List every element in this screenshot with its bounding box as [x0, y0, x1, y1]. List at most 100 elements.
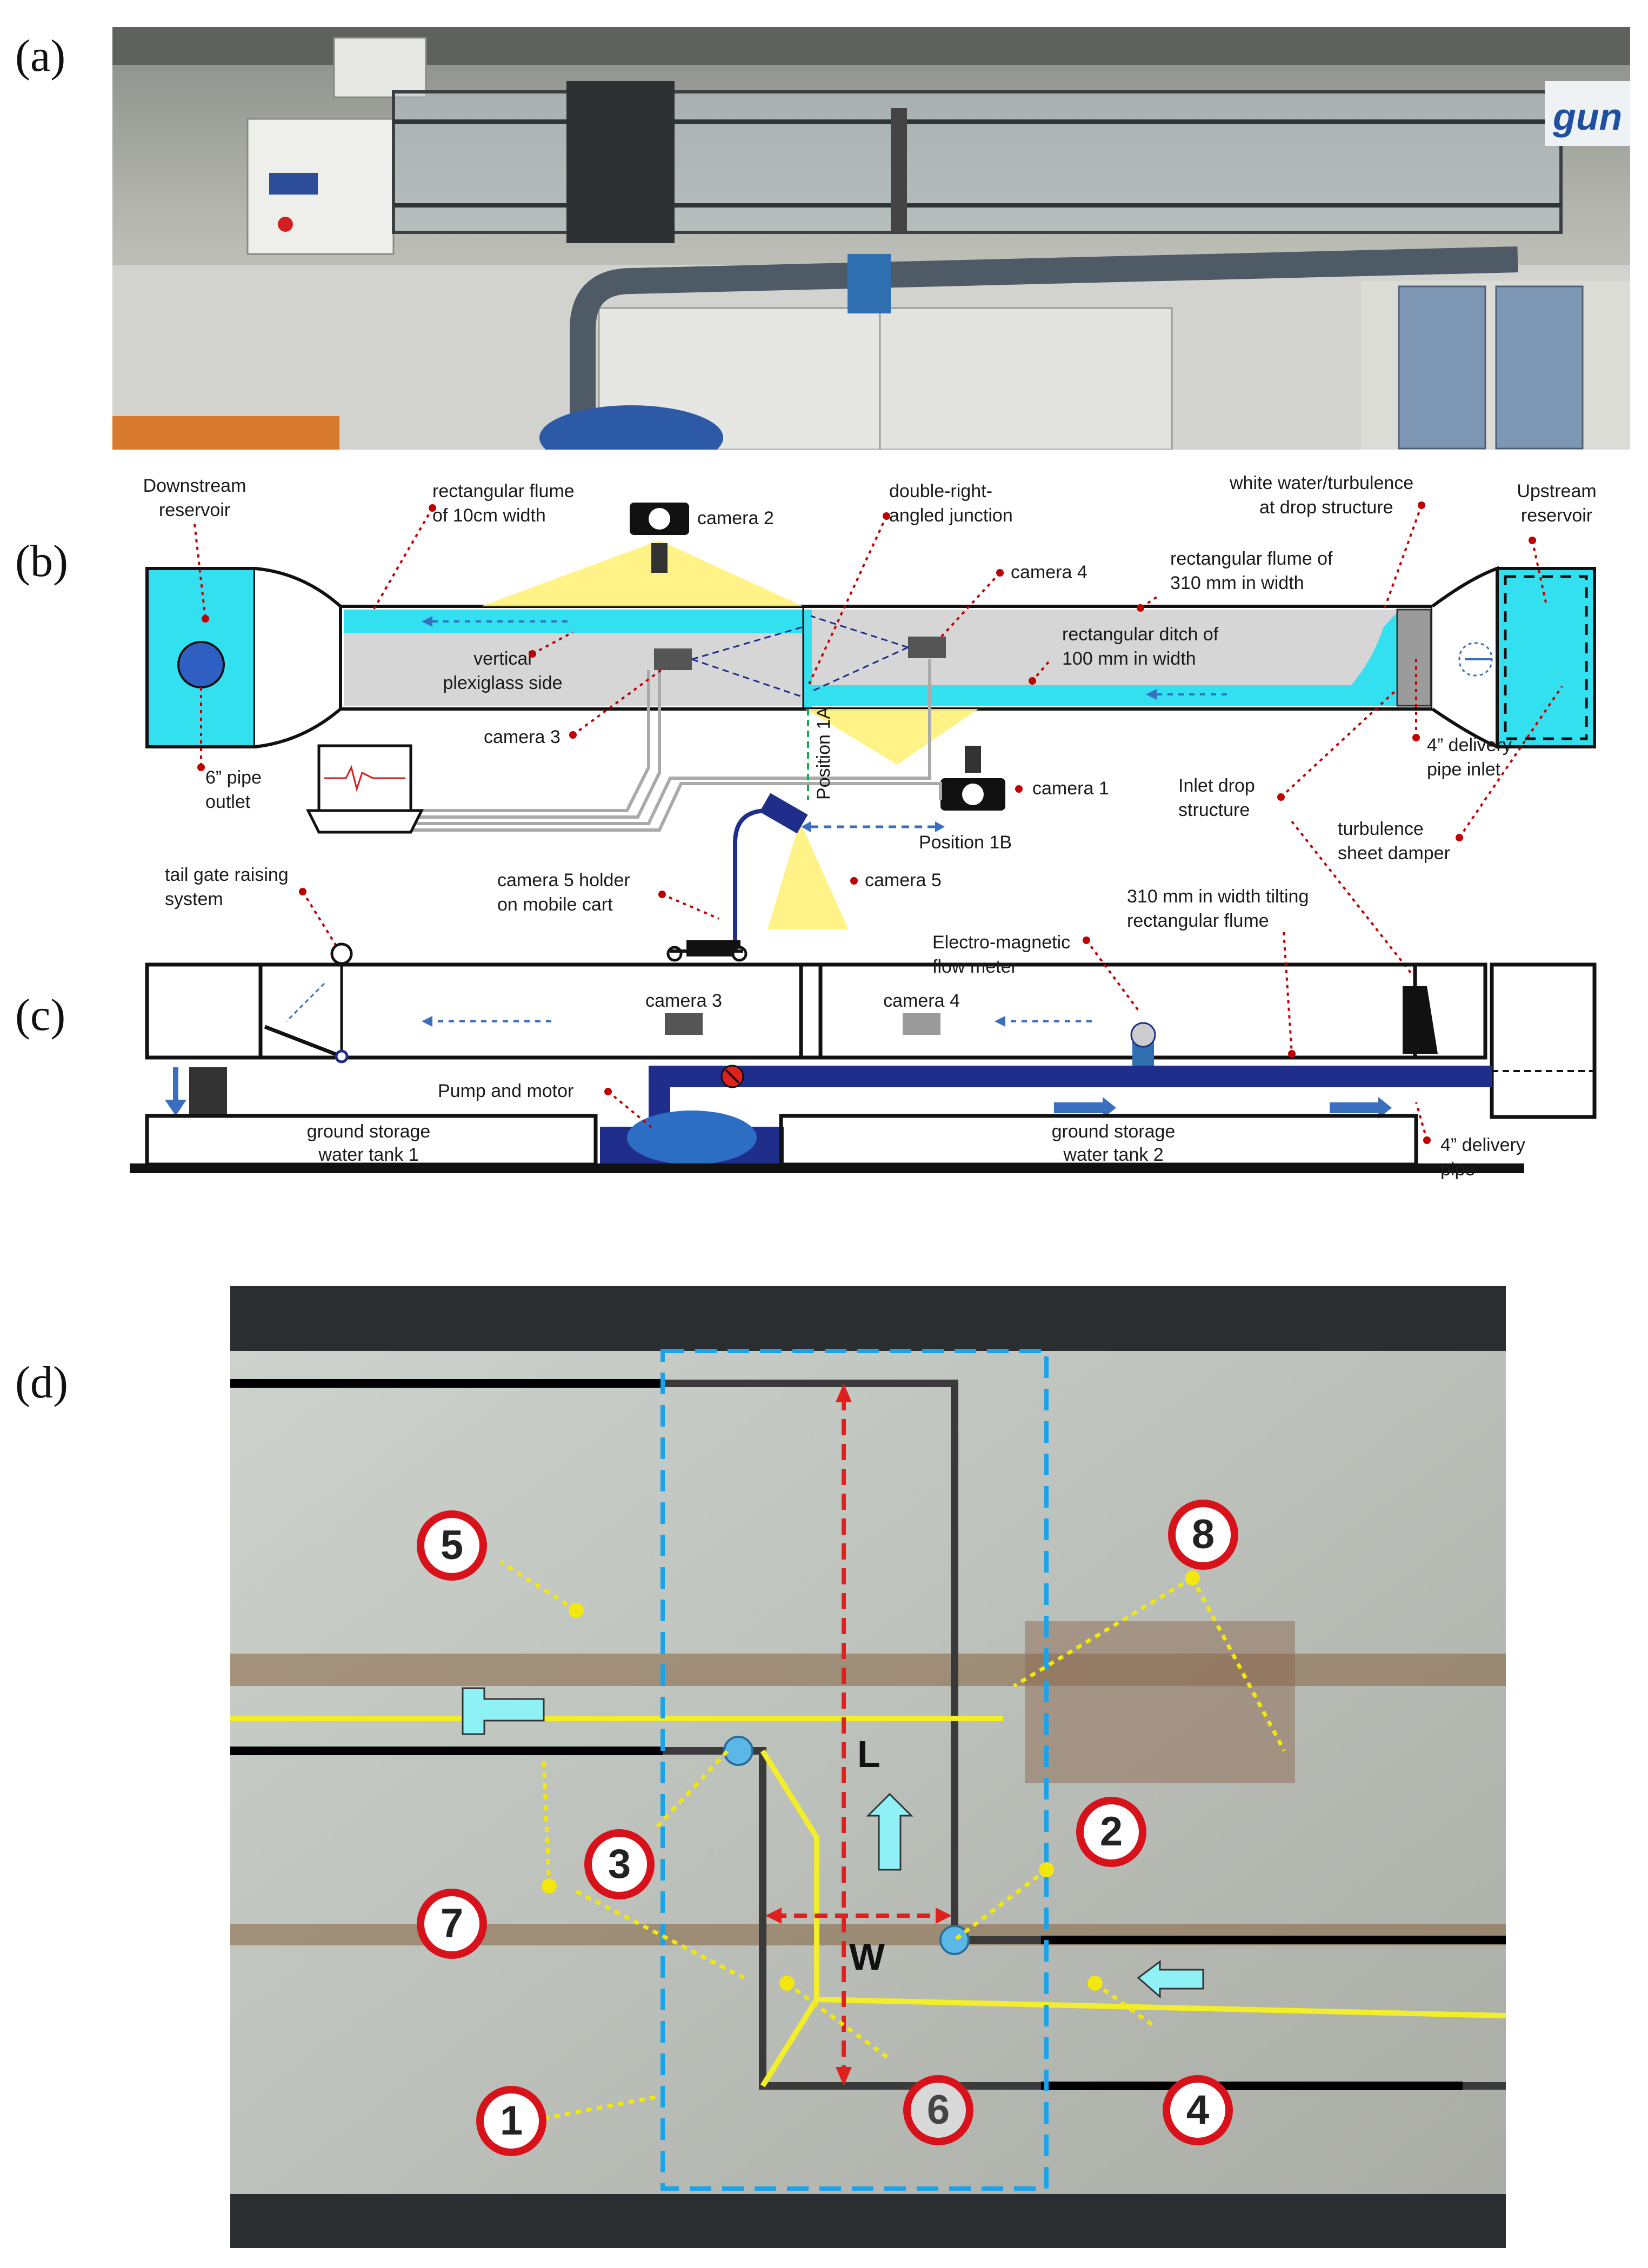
- svg-text:pipe inlet: pipe inlet: [1427, 759, 1501, 780]
- svg-text:pipe: pipe: [1440, 1159, 1475, 1180]
- label-tank-1: ground storage water tank 1: [307, 1121, 431, 1165]
- svg-text:camera 1: camera 1: [1032, 778, 1109, 799]
- position-1a-label: Position 1A: [813, 707, 834, 800]
- svg-text:rectangular flume: rectangular flume: [432, 481, 575, 501]
- svg-text:2: 2: [1100, 1809, 1123, 1855]
- label-wide-flume: rectangular flume of 310 mm in width: [1137, 548, 1333, 612]
- panel-label-d: (d): [15, 1357, 68, 1408]
- svg-text:7: 7: [441, 1901, 463, 1946]
- svg-text:Downstream: Downstream: [143, 476, 246, 496]
- svg-text:6: 6: [927, 2087, 950, 2133]
- narrow-flume-water: [344, 610, 803, 633]
- svg-text:reservoir: reservoir: [159, 500, 230, 520]
- junction-corner-node: [939, 1925, 970, 1955]
- svg-text:camera 5 holder: camera 5 holder: [497, 870, 630, 891]
- flume-schematic: Position 1A Position 1B Downstream reser…: [130, 473, 1597, 1180]
- marker-2: 2: [1076, 1797, 1146, 1867]
- label-ditch: rectangular ditch of 100 mm in width: [1029, 624, 1219, 685]
- svg-text:rectangular flume: rectangular flume: [1127, 911, 1269, 931]
- label-delivery-pipe: 4” delivery pipe: [1415, 1102, 1525, 1180]
- flow-arrow: [1330, 1097, 1392, 1119]
- svg-text:camera 3: camera 3: [484, 727, 561, 747]
- svg-text:camera 5: camera 5: [865, 870, 942, 891]
- svg-text:angled junction: angled junction: [889, 505, 1013, 526]
- svg-text:white water/turbulence: white water/turbulence: [1229, 473, 1413, 493]
- label-tilting-flume: 310 mm in width tilting rectangular flum…: [1127, 886, 1309, 1058]
- ditch-water: [803, 685, 1430, 706]
- label-camera-3-top: camera 3: [484, 666, 666, 747]
- label-camera-4-top: camera 4: [939, 562, 1087, 639]
- svg-text:4: 4: [1186, 2087, 1209, 2133]
- svg-text:water tank 2: water tank 2: [1063, 1145, 1163, 1165]
- svg-text:4” delivery: 4” delivery: [1440, 1135, 1525, 1155]
- upstream-reservoir: [1496, 567, 1596, 748]
- svg-text:system: system: [165, 889, 223, 909]
- svg-text:structure: structure: [1178, 800, 1250, 820]
- marker-8: 8: [1168, 1500, 1238, 1570]
- svg-text:tail gate raising: tail gate raising: [165, 865, 289, 885]
- label-camera-4-side: camera 4: [883, 991, 960, 1011]
- flume-photo: gun: [112, 27, 1630, 450]
- svg-text:Electro-magnetic: Electro-magnetic: [932, 932, 1070, 953]
- tail-gate-pulley-icon: [330, 942, 353, 965]
- svg-text:ground storage: ground storage: [307, 1121, 431, 1142]
- pipe-outlet-icon: [177, 641, 225, 688]
- length-label: L: [857, 1733, 880, 1775]
- svg-text:100 mm in width: 100 mm in width: [1062, 648, 1196, 669]
- flow-arrow: [462, 1687, 545, 1735]
- return-hose: [189, 1067, 227, 1116]
- svg-text:Inlet drop: Inlet drop: [1178, 775, 1255, 796]
- junction-corner-node: [723, 1736, 753, 1766]
- junction-photo-drawing: L W 1: [230, 1286, 1506, 2248]
- measurement-area-box: [660, 1349, 1049, 2191]
- camera-5-field: [768, 821, 849, 929]
- camera-2-field: [481, 540, 803, 606]
- label-junction: double-right- angled junction: [807, 481, 1013, 687]
- label-flow-meter: Electro-magnetic flow meter: [932, 932, 1142, 1014]
- svg-text:camera 4: camera 4: [1011, 562, 1087, 583]
- svg-text:reservoir: reservoir: [1521, 505, 1592, 526]
- panel-label-a: (a): [15, 31, 66, 81]
- label-camera-1: camera 1: [1015, 778, 1109, 799]
- svg-text:6” pipe: 6” pipe: [205, 767, 262, 788]
- label-camera-3-side: camera 3: [645, 991, 722, 1011]
- svg-text:flow meter: flow meter: [932, 956, 1017, 977]
- panel-label-c: (c): [15, 990, 66, 1040]
- svg-text:Pump and motor: Pump and motor: [438, 1081, 573, 1101]
- marker-3: 3: [584, 1829, 655, 1899]
- label-pipe-outlet: 6” pipe outlet: [197, 687, 262, 812]
- marker-4: 4: [1163, 2075, 1233, 2145]
- label-plexiglass-side: vertical plexiglass side: [443, 631, 573, 693]
- label-camera-2: camera 2: [697, 508, 774, 528]
- marker-5: 5: [417, 1510, 487, 1581]
- svg-text:Upstream: Upstream: [1517, 481, 1596, 501]
- junction-photo: L W 1: [230, 1286, 1506, 2248]
- camera-1-field: [805, 709, 978, 765]
- svg-text:turbulence: turbulence: [1338, 819, 1424, 839]
- label-sheet-damper: turbulence sheet damper: [1338, 685, 1563, 864]
- svg-text:water tank 1: water tank 1: [318, 1145, 418, 1165]
- svg-text:1: 1: [500, 2098, 523, 2144]
- flume-photo-drawing: gun: [112, 27, 1630, 450]
- inlet-drop-block: [1403, 986, 1438, 1054]
- pump-motor-icon: [627, 1110, 757, 1165]
- camera-3-icon: [654, 648, 692, 670]
- label-white-water: white water/turbulence at drop structure: [1229, 473, 1425, 611]
- width-label: W: [849, 1936, 885, 1978]
- svg-text:plexiglass side: plexiglass side: [443, 673, 562, 693]
- svg-text:outlet: outlet: [205, 792, 251, 812]
- svg-text:8: 8: [1192, 1511, 1215, 1557]
- camera-4-icon: [908, 637, 946, 658]
- label-narrow-flume: rectangular flume of 10cm width: [372, 481, 575, 612]
- label-camera-5: camera 5: [850, 870, 942, 891]
- position-1b-label: Position 1B: [919, 832, 1012, 853]
- svg-text:sheet damper: sheet damper: [1338, 843, 1450, 864]
- delivery-pipe: [659, 1066, 1492, 1087]
- marker-1: 1: [476, 2086, 546, 2156]
- svg-text:on mobile cart: on mobile cart: [497, 894, 613, 915]
- label-inlet-drop: Inlet drop structure: [1178, 691, 1412, 974]
- panel-label-b: (b): [15, 536, 68, 586]
- marker-6: 6: [903, 2075, 973, 2145]
- svg-text:at drop structure: at drop structure: [1259, 497, 1393, 518]
- svg-text:310 mm in width: 310 mm in width: [1170, 573, 1304, 593]
